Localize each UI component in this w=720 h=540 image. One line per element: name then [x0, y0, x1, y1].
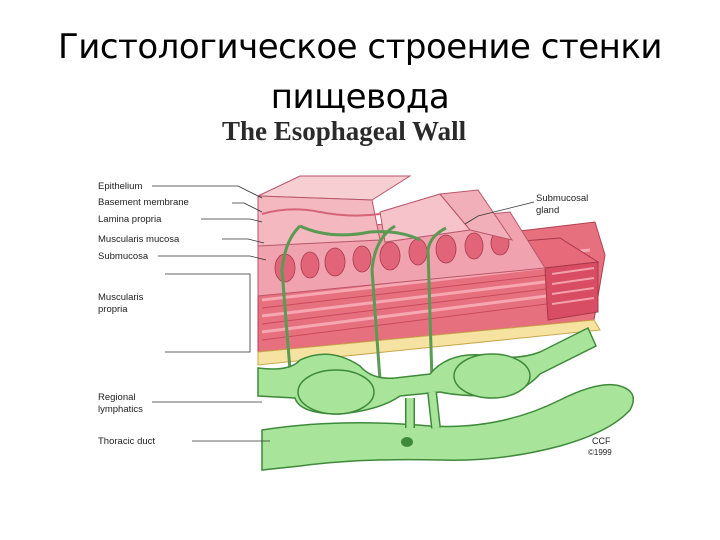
label-regional-lymphatics-line1: Regional: [98, 392, 136, 403]
credit-line1: CCF: [592, 436, 611, 446]
label-regional-lymphatics-line2: lymphatics: [98, 404, 143, 415]
label-muscularis-mucosa: Muscularis mucosa: [98, 234, 180, 245]
slide-title-line-1: Гистологическое строение стенки: [57, 27, 663, 67]
label-lamina-propria: Lamina propria: [98, 214, 162, 225]
figure-title: The Esophageal Wall: [222, 116, 467, 146]
label-muscularis-propria-line2: propria: [98, 304, 128, 315]
label-thoracic-duct: Thoracic duct: [98, 436, 156, 447]
label-submucosal-gland-line1: Submucosal: [536, 193, 589, 204]
fat-layer: [257, 319, 601, 366]
label-muscularis-propria-line1: Muscularis: [98, 292, 144, 303]
label-submucosa: Submucosa: [98, 251, 149, 262]
slide-title: Гистологическое строение стенки пищевода: [0, 22, 720, 122]
label-basement-membrane: Basement membrane: [98, 197, 189, 208]
leader-lines: [152, 185, 535, 442]
thoracic-duct: [261, 383, 635, 471]
label-submucosal-gland-line2: gland: [536, 205, 560, 216]
slide-title-line-2: пищевода: [270, 77, 450, 117]
vessels: [280, 224, 447, 381]
regional-lymphatics: [257, 326, 597, 415]
credit-line2: ©1999: [588, 448, 612, 457]
label-epithelium: Epithelium: [98, 181, 143, 192]
